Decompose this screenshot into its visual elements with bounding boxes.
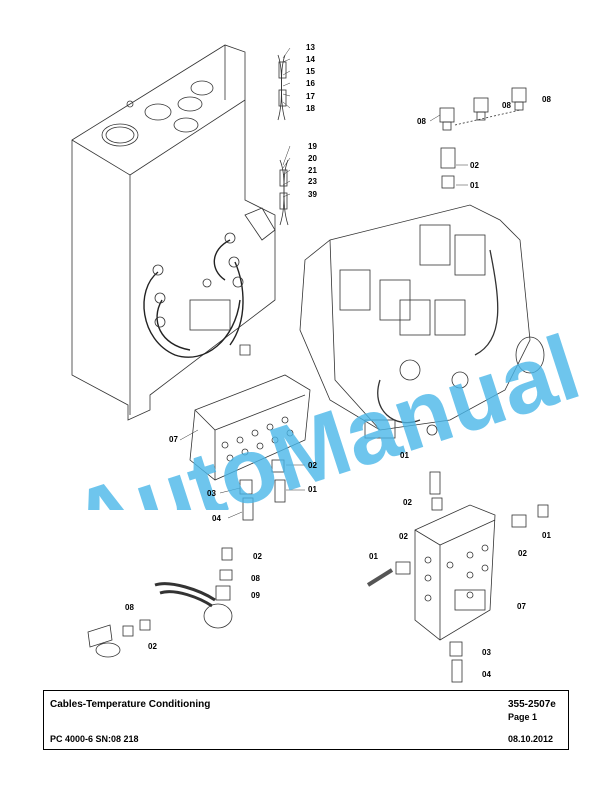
- callout-02-top: 02: [470, 161, 479, 170]
- pump-gearbox-assembly: [299, 204, 545, 439]
- callout-02-left-box: 02: [308, 461, 317, 470]
- callout-01-right-side: 01: [542, 531, 551, 540]
- callout-leaders: [179, 47, 468, 519]
- heater-element: [154, 547, 233, 629]
- exploded-parts-drawing: [71, 44, 549, 683]
- document-title: Cables-Temperature Conditioning: [50, 699, 211, 710]
- document-number: 355-2507e: [508, 699, 556, 710]
- callout-18: 18: [306, 104, 315, 113]
- tank-cables: [143, 239, 244, 358]
- machine-model: PC 4000-6 SN:08 218: [50, 734, 139, 744]
- callout-02-heater: 02: [253, 552, 262, 561]
- junction-box-left: [189, 374, 311, 481]
- callout-02-right-top: 02: [403, 498, 412, 507]
- callout-15: 15: [306, 67, 315, 76]
- callout-23: 23: [308, 177, 317, 186]
- callout-09: 09: [251, 591, 260, 600]
- callout-02-right-left: 02: [399, 532, 408, 541]
- watermark-text: AutoManual: [59, 316, 590, 510]
- callout-08-heater: 08: [251, 574, 260, 583]
- callout-14: 14: [306, 55, 315, 64]
- document-date: 08.10.2012: [508, 734, 554, 744]
- top-fittings: [439, 87, 527, 189]
- title-block: Cables-Temperature Conditioning 355-2507…: [43, 690, 569, 750]
- callout-04-right: 04: [482, 670, 491, 679]
- callout-20: 20: [308, 154, 317, 163]
- cable-ties-top: [277, 54, 289, 226]
- callout-07-left: 07: [169, 435, 178, 444]
- junction-box-right: [414, 504, 496, 641]
- callout-07-right: 07: [517, 602, 526, 611]
- callout-04-left: 04: [212, 514, 221, 523]
- hydraulic-tank-outline: [71, 44, 276, 421]
- callout-01-right-top: 01: [400, 451, 409, 460]
- page-number: Page 1: [508, 712, 538, 722]
- callout-08-top-left: 08: [417, 117, 426, 126]
- callout-02-right-side: 02: [518, 549, 527, 558]
- callout-03-left: 03: [207, 489, 216, 498]
- callout-39: 39: [308, 190, 317, 199]
- automanual-watermark: AutoManual: [59, 316, 590, 510]
- callout-01-left-box: 01: [308, 485, 317, 494]
- callout-19: 19: [308, 142, 317, 151]
- callout-16: 16: [306, 79, 315, 88]
- callout-17: 17: [306, 92, 315, 101]
- callout-13: 13: [306, 43, 315, 52]
- junction-box-right-fittings: [366, 471, 549, 683]
- callout-03-right: 03: [482, 648, 491, 657]
- callout-08-top-right: 08: [542, 95, 551, 104]
- junction-box-left-fittings: [239, 459, 286, 521]
- tee-fitting: [87, 619, 151, 658]
- callout-08-top-mid: 08: [502, 101, 511, 110]
- callout-02-tee: 02: [148, 642, 157, 651]
- callout-01-right-left: 01: [369, 552, 378, 561]
- tank-connectors: [152, 232, 244, 331]
- callout-21: 21: [308, 166, 317, 175]
- callout-01-top: 01: [470, 181, 479, 190]
- callout-08-tee: 08: [125, 603, 134, 612]
